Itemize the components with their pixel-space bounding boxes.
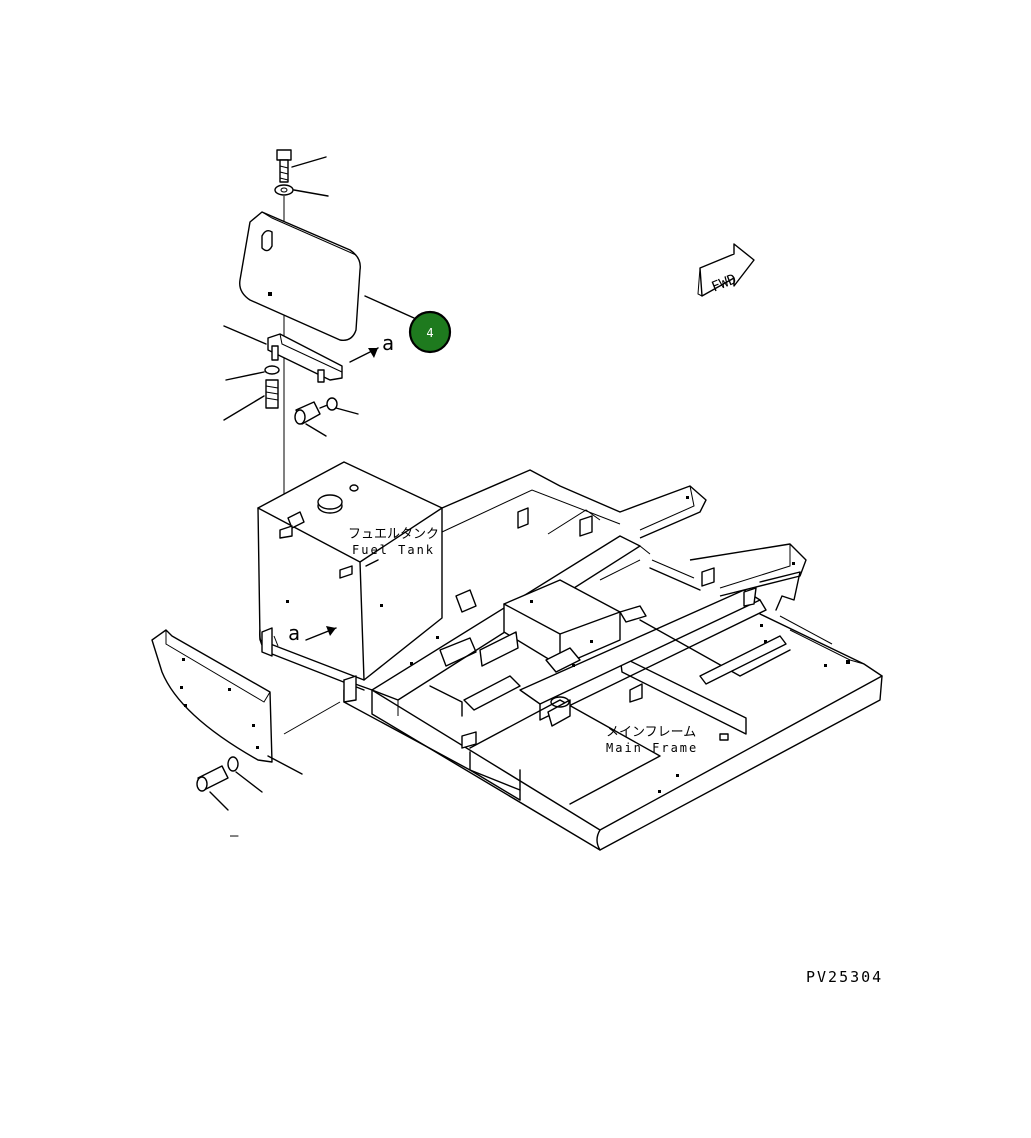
- callout-4: 4: [408, 310, 452, 354]
- lower-washer: [225, 365, 280, 381]
- guard-washer: [227, 756, 263, 793]
- fwd-arrow-icon: FWD: [697, 243, 755, 297]
- callout-number: 4: [426, 326, 433, 340]
- main-frame-label-en: Main Frame: [606, 741, 698, 755]
- bracket: a: [223, 325, 394, 383]
- top-bolt: [276, 149, 327, 183]
- side-nut: [326, 397, 359, 415]
- lower-bolt: [223, 379, 279, 421]
- guard-bolt: [196, 765, 229, 811]
- drawing-number: PV25304: [806, 968, 883, 986]
- fuel-tank-label-jp: フュエルタンク: [348, 527, 439, 542]
- fuel-tank-label-en: Fuel Tank: [352, 543, 435, 557]
- cover-plate: [239, 211, 415, 341]
- side-guard: [151, 629, 341, 775]
- main-frame: メインフレーム Main Frame: [343, 469, 883, 851]
- fuel-tank: フュエルタンク Fuel Tank a: [257, 461, 443, 691]
- dash-mark: –: [230, 828, 239, 844]
- view-marker-top: a: [382, 331, 394, 355]
- side-bolt: [294, 401, 331, 437]
- view-marker-tank: a: [288, 621, 300, 645]
- main-frame-label-jp: メインフレーム: [606, 725, 696, 740]
- top-washer: [274, 184, 329, 197]
